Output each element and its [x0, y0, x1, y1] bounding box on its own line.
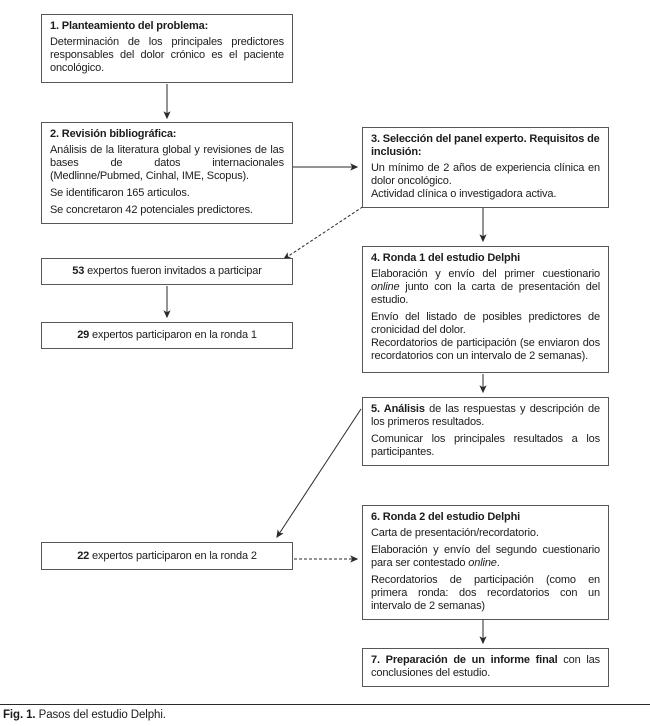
- flow-box-29-expertos-ronda1: 29 expertos participaron en la ronda 1: [41, 322, 293, 349]
- flow-box-step5-analisis: 5. Análisis de las respuestas y descripc…: [362, 397, 609, 466]
- dashed-arrow-step3-to-invited: [282, 203, 368, 260]
- italic-word: online: [371, 281, 400, 293]
- box-title: 4. Ronda 1 del estudio Delphi: [371, 252, 521, 264]
- box-paragraph: Elaboración y envío del primer cuestiona…: [371, 268, 600, 307]
- figure-caption: Fig. 1. Pasos del estudio Delphi.: [3, 709, 166, 722]
- italic-word: online: [468, 557, 497, 569]
- box-title-inline: 5. Análisis: [371, 403, 425, 415]
- note-number: 53: [72, 265, 85, 277]
- flow-box-step3-seleccion-panel: 3. Selección del panel experto. Requisit…: [362, 127, 609, 208]
- figure-caption-text: Pasos del estudio Delphi.: [35, 709, 166, 721]
- note-text: 29 expertos participaron en la ronda 1: [77, 329, 257, 342]
- note-number: 22: [77, 549, 90, 562]
- flow-box-step1-planteamiento: 1. Planteamiento del problema: Determina…: [41, 14, 293, 83]
- box-paragraph: Actividad clínica o investigadora activa…: [371, 188, 557, 200]
- paragraph-part: de las respuestas y descripción de los p…: [371, 403, 600, 428]
- note-label: expertos fueron invitados a participar: [84, 265, 262, 277]
- paragraph-part: Elaboración y envío del primer cuestiona…: [371, 268, 600, 280]
- box-title-inline: 7. Preparación de un informe final: [371, 654, 558, 666]
- figure-caption-label: Fig. 1.: [3, 709, 36, 721]
- box-paragraph: Determinación de los principales predict…: [50, 36, 284, 74]
- flow-box-step4-ronda1-delphi: 4. Ronda 1 del estudio Delphi Elaboració…: [362, 246, 609, 373]
- note-label: expertos participaron en la ronda 2: [89, 549, 257, 562]
- box-paragraph: Se concretaron 42 potenciales predictore…: [50, 204, 253, 216]
- note-label: expertos participaron en la ronda 1: [89, 329, 257, 341]
- box-paragraph: Comunicar los principales resultados a l…: [371, 433, 600, 458]
- flow-box-step6-ronda2-delphi: 6. Ronda 2 del estudio Delphi Carta de p…: [362, 505, 609, 620]
- box-title: 2. Revisión bibliográfica:: [50, 128, 177, 140]
- box-paragraph: Envío del listado de posibles predictore…: [371, 311, 600, 336]
- box-paragraph: Elaboración y envío del segundo cuestion…: [371, 544, 600, 570]
- box-paragraph: 7. Preparación de un informe final con l…: [371, 654, 600, 680]
- box-title: 6. Ronda 2 del estudio Delphi: [371, 511, 521, 523]
- box-title: 1. Planteamiento del problema:: [50, 20, 209, 32]
- note-text: 53 expertos fueron invitados a participa…: [72, 265, 262, 278]
- paragraph-part: Elaboración y envío del segundo cuestion…: [371, 544, 600, 569]
- paragraph-part: .: [496, 557, 500, 569]
- flow-box-53-expertos-invitados: 53 expertos fueron invitados a participa…: [41, 258, 293, 285]
- flow-box-22-expertos-ronda2: 22 expertos participaron en la ronda 2: [41, 542, 293, 570]
- paragraph-part: con las conclusiones del estudio.: [371, 654, 600, 679]
- flow-box-step7-informe-final: 7. Preparación de un informe final con l…: [362, 648, 609, 687]
- box-paragraph: Se identificaron 165 articulos.: [50, 187, 190, 199]
- box-paragraph: Análisis de la literatura global y revis…: [50, 144, 284, 182]
- box-paragraph: Recordatorios de participación (como en …: [371, 574, 600, 612]
- note-text: 22 expertos participaron en la ronda 2: [77, 550, 257, 563]
- box-paragraph: Carta de presentación/recordatorio.: [371, 527, 539, 539]
- arrow-step5-to-round2: [276, 408, 362, 539]
- box-paragraph: 5. Análisis de las respuestas y descripc…: [371, 403, 600, 429]
- paragraph-part: junto con la carta de presentación del e…: [371, 281, 600, 306]
- note-number: 29: [77, 329, 90, 341]
- box-title: 3. Selección del panel experto. Requisit…: [371, 133, 600, 158]
- box-paragraph: Recordatorios de participación (se envia…: [371, 337, 600, 362]
- caption-divider-rule: [0, 704, 650, 705]
- flow-box-step2-revision-bibliografica: 2. Revisión bibliográfica: Análisis de l…: [41, 122, 293, 224]
- box-paragraph: Un mínimo de 2 años de experiencia clíni…: [371, 162, 600, 187]
